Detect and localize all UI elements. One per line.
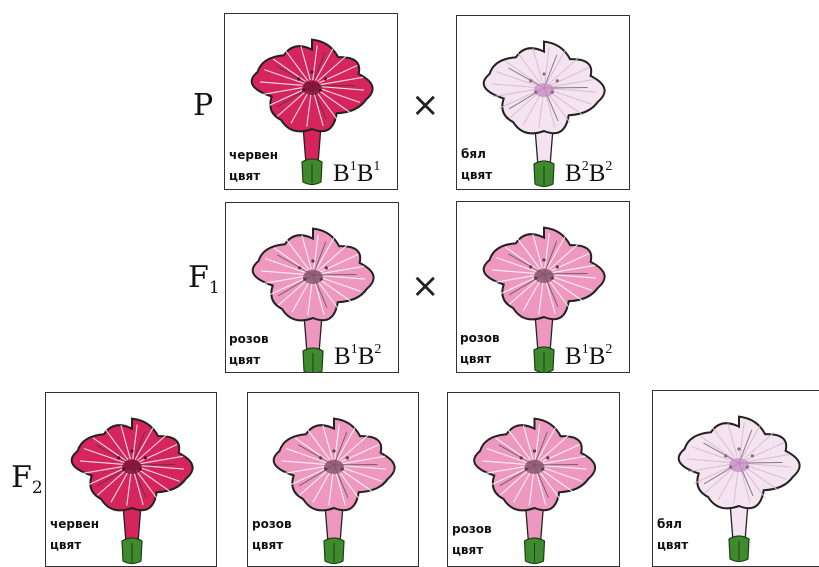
allele-index: 2 <box>582 159 589 174</box>
allele-index: 2 <box>605 159 612 174</box>
allele: B <box>589 343 606 370</box>
phenotype-line2: цвят <box>461 165 492 186</box>
phenotype-line1: червен <box>50 514 99 535</box>
phenotype-line2: цвят <box>252 535 292 556</box>
card-f2-white: бял цвят <box>652 390 819 567</box>
phenotype-label: розов цвят <box>460 328 500 370</box>
cross-symbol-p: × <box>411 88 440 122</box>
phenotype-line2: цвят <box>229 350 269 371</box>
phenotype-label: червен цвят <box>50 514 99 556</box>
allele-index: 2 <box>374 342 381 357</box>
generation-label-f1: F1 <box>188 263 220 297</box>
card-f1-pink-a: розов цвят B1B2 <box>225 202 399 373</box>
allele: B <box>358 343 375 370</box>
phenotype-label: розов цвят <box>252 514 292 556</box>
genotype-label: B1B1 <box>333 160 380 186</box>
genotype-label: B2B2 <box>565 160 612 186</box>
phenotype-label: бял цвят <box>461 144 492 186</box>
allele: B <box>589 160 606 187</box>
phenotype-line2: цвят <box>657 535 688 556</box>
allele: B <box>333 160 350 187</box>
phenotype-line1: червен <box>229 145 278 166</box>
card-f2-red: червен цвят <box>45 392 217 567</box>
generation-label-f2: F2 <box>11 463 43 497</box>
allele-index: 1 <box>582 342 589 357</box>
allele: B <box>357 160 374 187</box>
card-f1-pink-b: розов цвят B1B2 <box>456 201 630 373</box>
phenotype-line2: цвят <box>452 540 492 561</box>
phenotype-line1: розов <box>460 328 500 349</box>
allele: B <box>334 343 351 370</box>
generation-subscript: 2 <box>32 478 43 498</box>
allele-index: 2 <box>605 342 612 357</box>
phenotype-line1: розов <box>252 514 292 535</box>
allele-index: 1 <box>351 342 358 357</box>
card-p-white: бял цвят B2B2 <box>456 15 630 190</box>
allele-index: 1 <box>350 159 357 174</box>
phenotype-line1: розов <box>229 329 269 350</box>
generation-subscript: 1 <box>209 278 220 298</box>
phenotype-line1: бял <box>461 144 492 165</box>
allele: B <box>565 343 582 370</box>
generation-label-p: P <box>193 91 213 121</box>
generation-letter: F <box>188 260 209 295</box>
phenotype-line1: бял <box>657 514 688 535</box>
phenotype-label: червен цвят <box>229 145 278 187</box>
phenotype-line2: цвят <box>460 349 500 370</box>
card-p-red: червен цвят B1B1 <box>224 13 398 190</box>
cross-symbol-f1: × <box>411 269 440 303</box>
phenotype-line1: розов <box>452 519 492 540</box>
generation-letter: P <box>193 88 213 123</box>
allele: B <box>565 160 582 187</box>
phenotype-line2: цвят <box>229 166 278 187</box>
genotype-label: B1B2 <box>334 343 381 369</box>
allele-index: 1 <box>373 159 380 174</box>
phenotype-label: розов цвят <box>229 329 269 371</box>
phenotype-label: бял цвят <box>657 514 688 556</box>
card-f2-pink-a: розов цвят <box>247 392 419 567</box>
generation-letter: F <box>11 460 32 495</box>
phenotype-label: розов цвят <box>452 519 492 561</box>
phenotype-line2: цвят <box>50 535 99 556</box>
genotype-label: B1B2 <box>565 343 612 369</box>
card-f2-pink-b: розов цвят <box>447 392 620 567</box>
